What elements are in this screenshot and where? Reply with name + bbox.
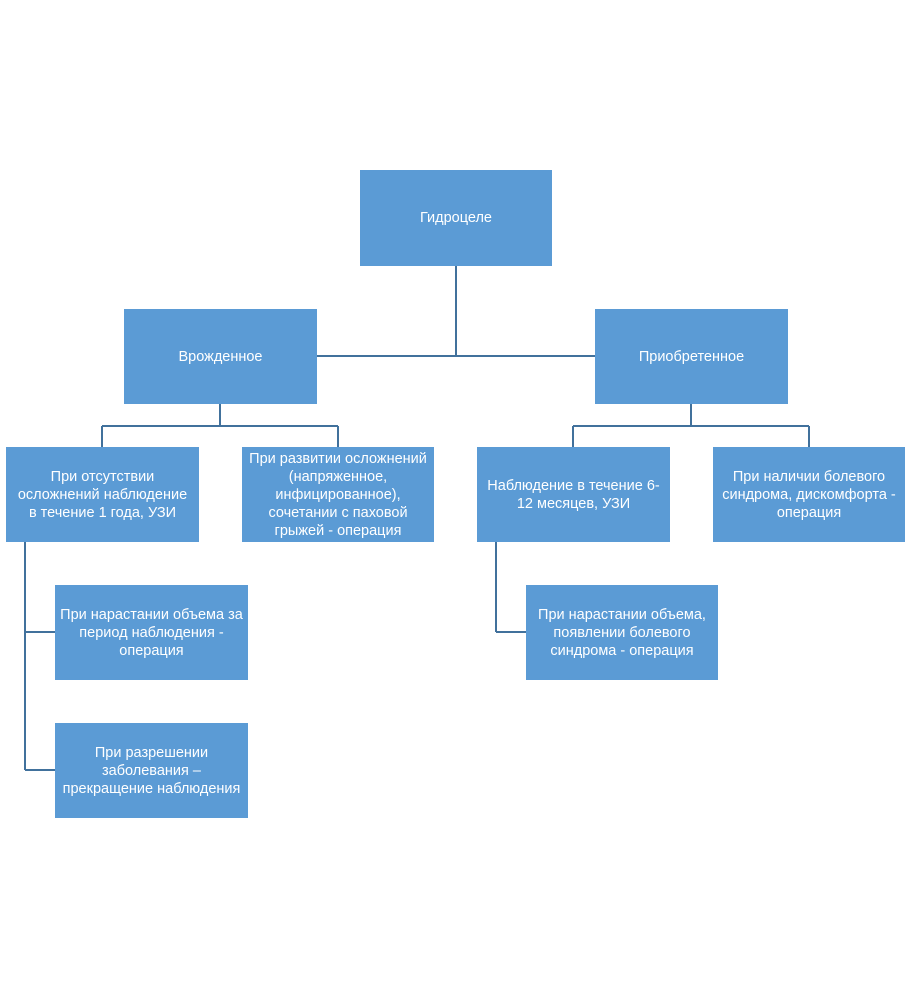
node-volume-increase-operation: При нарастании объема за период наблюден… [55, 585, 248, 680]
node-no-complications-observation: При отсутствии осложнений наблюдение в т… [6, 447, 199, 542]
node-acquired: Приобретенное [595, 309, 788, 404]
node-resolution-stop-observation: При разрешении заболевания – прекращение… [55, 723, 248, 818]
node-acquired-observation: Наблюдение в течение 6- 12 месяцев, УЗИ [477, 447, 670, 542]
node-pain-operation: При наличии болевого синдрома, дискомфор… [713, 447, 905, 542]
root-node-hydrocele: Гидроцеле [360, 170, 552, 266]
node-volume-pain-operation: При нарастании объема, появлении болевог… [526, 585, 718, 680]
node-complications-operation: При развитии осложнений (напряженное, ин… [242, 447, 434, 542]
node-congenital: Врожденное [124, 309, 317, 404]
